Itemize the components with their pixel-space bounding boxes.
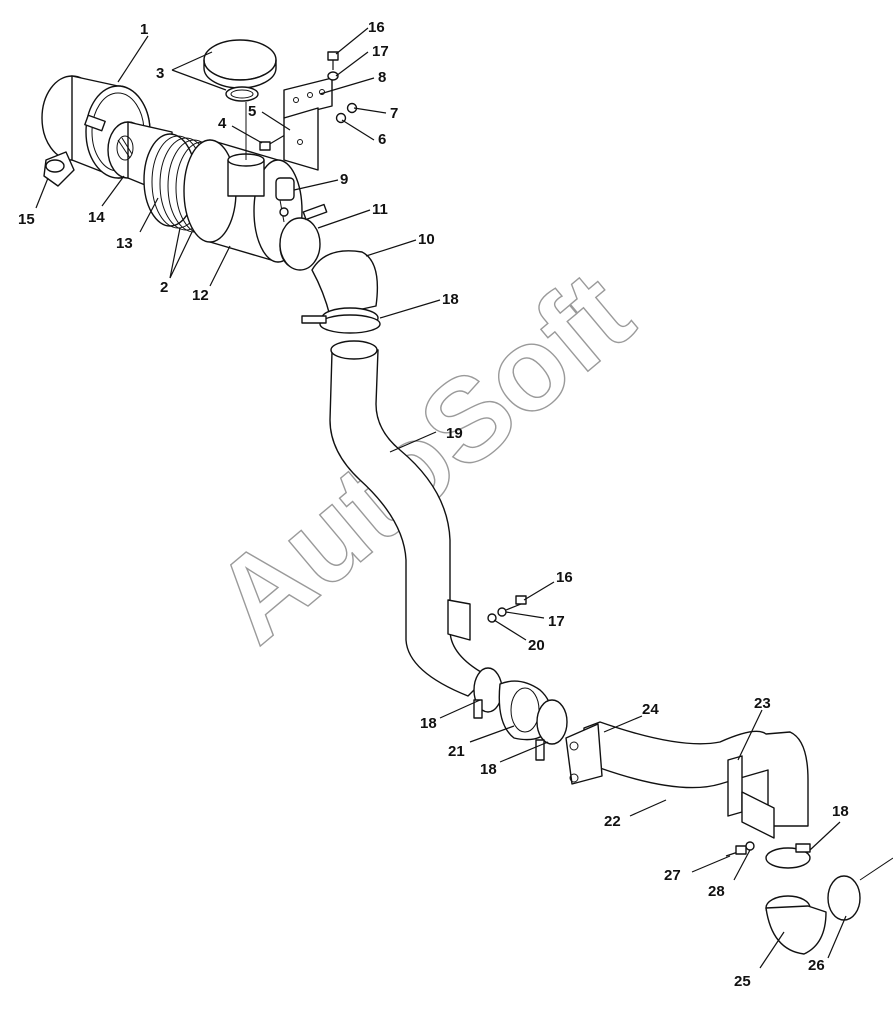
callout-28: 28 bbox=[708, 883, 725, 900]
clamp-part-18-upper bbox=[301, 314, 381, 334]
callout-16-lower: 16 bbox=[556, 569, 573, 586]
callout-18-mid-b: 18 bbox=[480, 761, 497, 778]
callout-numbers: 1 3 4 5 16 17 8 7 6 9 11 10 18 19 15 14 … bbox=[18, 19, 849, 990]
dust-valve-part-15 bbox=[43, 151, 75, 187]
bolt-part-16-lower bbox=[505, 595, 527, 611]
clamp-part-18-mid-a bbox=[473, 667, 503, 719]
callout-4: 4 bbox=[218, 115, 227, 132]
callout-16-top: 16 bbox=[368, 19, 385, 36]
callout-14: 14 bbox=[88, 209, 105, 226]
washer-part-17-lower bbox=[497, 607, 507, 617]
callout-20: 20 bbox=[528, 637, 545, 654]
elbow-part-25 bbox=[765, 895, 827, 955]
callout-3: 3 bbox=[156, 65, 164, 82]
callout-2: 2 bbox=[160, 279, 168, 296]
callout-7: 7 bbox=[390, 105, 398, 122]
callout-27: 27 bbox=[664, 867, 681, 884]
cap-part-3 bbox=[203, 39, 277, 160]
callout-13: 13 bbox=[116, 235, 133, 252]
washer-part-28 bbox=[745, 841, 755, 851]
bolt-part-27 bbox=[725, 845, 747, 857]
callout-5: 5 bbox=[248, 103, 256, 120]
callout-23: 23 bbox=[754, 695, 771, 712]
callout-1: 1 bbox=[140, 21, 148, 38]
callout-6: 6 bbox=[378, 131, 386, 148]
indicator-part-9 bbox=[275, 177, 295, 223]
callout-12: 12 bbox=[192, 287, 209, 304]
bracket-part-23 bbox=[727, 755, 775, 839]
bracket-part-8 bbox=[283, 77, 333, 171]
clamp-part-18-lower bbox=[765, 843, 811, 869]
callout-8: 8 bbox=[378, 69, 386, 86]
clamp-part-18-mid-b bbox=[535, 699, 568, 761]
callout-17-top: 17 bbox=[372, 43, 389, 60]
callout-18-mid-a: 18 bbox=[420, 715, 437, 732]
callout-17-lower: 17 bbox=[548, 613, 565, 630]
callout-26: 26 bbox=[808, 957, 825, 974]
callout-19: 19 bbox=[446, 425, 463, 442]
callout-18-upper: 18 bbox=[442, 291, 459, 308]
callout-15: 15 bbox=[18, 211, 35, 228]
clamp-part-26 bbox=[827, 857, 893, 921]
bolt-part-16-top bbox=[327, 51, 339, 70]
leader-lines bbox=[35, 27, 847, 969]
callout-9: 9 bbox=[340, 171, 348, 188]
clamp-part-11 bbox=[279, 203, 328, 271]
callout-22: 22 bbox=[604, 813, 621, 830]
callout-24: 24 bbox=[642, 701, 659, 718]
callout-25: 25 bbox=[734, 973, 751, 990]
callout-21: 21 bbox=[448, 743, 465, 760]
callout-11: 11 bbox=[372, 201, 388, 218]
callout-18-lower: 18 bbox=[832, 803, 849, 820]
washer-part-17-top bbox=[327, 71, 339, 81]
callout-10: 10 bbox=[418, 231, 435, 248]
air-cleaner-assembly bbox=[41, 39, 358, 271]
intake-pipe-part-22 bbox=[565, 721, 809, 827]
